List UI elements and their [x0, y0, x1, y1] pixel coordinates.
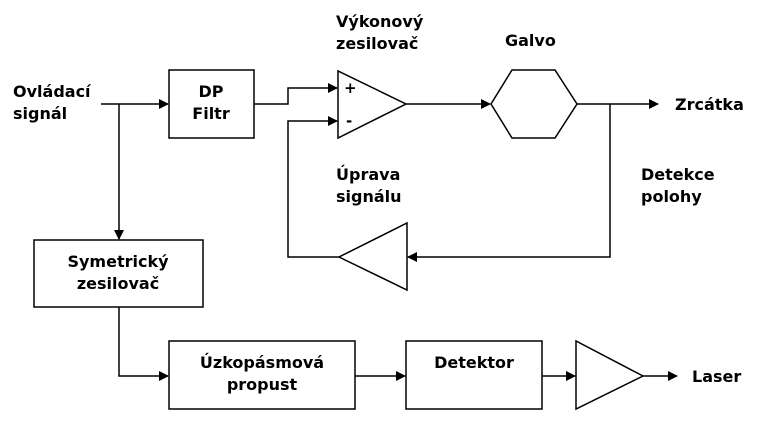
lowpass-filter-block	[168, 69, 255, 139]
detector-block	[405, 340, 543, 410]
signal-conditioning-label-1: Úprava	[336, 165, 400, 184]
position-detection-label-1: Detekce	[641, 165, 715, 184]
opamp-minus-sign: -	[346, 112, 352, 130]
lowpass-label-1: DP	[198, 82, 223, 101]
wire-position-feedback	[407, 104, 611, 262]
galvo-label: Galvo	[505, 31, 556, 50]
symmetric-amp-label-2: zesilovač	[77, 274, 159, 293]
wire-symmetric-to-bandpass	[118, 307, 169, 381]
control-signal-label-2: signál	[13, 104, 67, 123]
opamp-plus-sign: +	[344, 79, 357, 97]
symmetric-amp-block	[33, 239, 204, 308]
mirrors-label: Zrcátka	[675, 95, 744, 114]
wire-feedback-to-opamp-minus	[287, 116, 339, 258]
galvo-hexagon	[490, 69, 578, 139]
laser-amp	[575, 339, 645, 411]
power-amp-opamp	[337, 69, 408, 140]
position-detection-label-2: polohy	[641, 187, 702, 206]
laser-label: Laser	[692, 367, 741, 386]
signal-conditioning-amp	[337, 221, 408, 292]
lowpass-label-2: Filtr	[192, 104, 230, 123]
control-signal-label-1: Ovládací	[13, 82, 92, 101]
bandpass-label-1: Úzkopásmová	[200, 353, 324, 372]
power-amp-label-2: zesilovač	[336, 34, 418, 53]
bandpass-label-2: propust	[227, 375, 298, 394]
power-amp-label-1: Výkonový	[336, 12, 424, 31]
signal-conditioning-label-2: signálu	[336, 187, 402, 206]
symmetric-amp-label-1: Symetrický	[67, 252, 169, 271]
bandpass-block	[168, 340, 356, 410]
detector-label: Detektor	[434, 353, 514, 372]
wire-lowpass-to-opamp-plus	[254, 83, 338, 105]
